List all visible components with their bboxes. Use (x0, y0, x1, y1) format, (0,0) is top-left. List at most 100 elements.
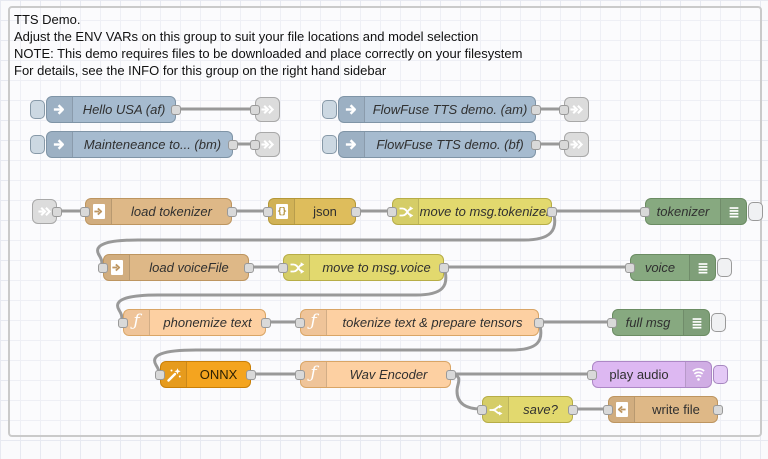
wire[interactable] (116, 265, 448, 324)
link-arrow-icon (256, 98, 279, 121)
debug-toggle-button[interactable] (711, 313, 726, 332)
input-port[interactable] (387, 206, 397, 217)
node-wav-encoder[interactable]: ƒ Wav Encoder (295, 361, 456, 388)
debug-toggle-button[interactable] (748, 202, 763, 221)
link-arrow-icon (33, 200, 56, 223)
list-lines-icon (720, 199, 746, 224)
file-in-arrow-icon (609, 397, 635, 422)
link-arrow-icon (565, 133, 588, 156)
node-json[interactable]: {} json (263, 198, 361, 225)
node-debug-voice[interactable]: voice (625, 254, 732, 281)
node-label: Wav Encoder (349, 367, 428, 382)
input-port[interactable] (640, 206, 650, 217)
output-port[interactable] (228, 139, 238, 150)
output-port[interactable] (261, 317, 271, 328)
input-port[interactable] (603, 404, 613, 415)
wire[interactable] (449, 372, 483, 411)
node-inject-flowfuse-am[interactable]: FlowFuse TTS demo. (am) (322, 96, 541, 123)
node-phonemize-text[interactable]: ƒ phonemize text (118, 309, 271, 336)
list-lines-icon (689, 255, 715, 280)
output-port[interactable] (439, 262, 449, 273)
debug-toggle-button[interactable] (717, 258, 732, 277)
input-port[interactable] (250, 139, 260, 150)
node-label: json (313, 204, 337, 219)
output-port[interactable] (227, 206, 237, 217)
input-port[interactable] (625, 262, 635, 273)
output-port[interactable] (246, 369, 256, 380)
input-port[interactable] (295, 369, 305, 380)
inject-button[interactable] (322, 100, 337, 119)
input-port[interactable] (559, 139, 569, 150)
node-inject-hello-usa[interactable]: Hello USA (af) (30, 96, 181, 123)
node-move-to-msg-tokenizer[interactable]: move to msg.tokenizer (387, 198, 557, 225)
node-link-out[interactable] (559, 97, 589, 122)
node-debug-tokenizer[interactable]: tokenizer (640, 198, 763, 225)
input-port[interactable] (278, 262, 288, 273)
arrow-right-icon (47, 97, 73, 122)
input-port[interactable] (118, 317, 128, 328)
inject-button[interactable] (30, 135, 45, 154)
list-lines-icon (683, 310, 709, 335)
output-port[interactable] (52, 206, 62, 217)
input-port[interactable] (155, 369, 165, 380)
file-out-arrow-icon (86, 199, 112, 224)
node-inject-flowfuse-bf[interactable]: FlowFuse TTS demo. (bf) (322, 131, 541, 158)
node-label: write file (652, 402, 700, 417)
input-port[interactable] (263, 206, 273, 217)
node-link-in[interactable] (32, 199, 62, 224)
node-label: tokenize text & prepare tensors (342, 315, 523, 330)
input-port[interactable] (250, 104, 260, 115)
node-load-tokenizer[interactable]: load tokenizer (80, 198, 237, 225)
function-f-icon: ƒ (301, 310, 327, 335)
input-port[interactable] (80, 206, 90, 217)
file-out-arrow-icon (104, 255, 130, 280)
output-port[interactable] (531, 139, 541, 150)
output-port[interactable] (171, 104, 181, 115)
output-port[interactable] (568, 404, 578, 415)
node-label: load voiceFile (149, 260, 229, 275)
output-port[interactable] (713, 404, 723, 415)
function-f-icon: ƒ (124, 310, 150, 335)
node-save-switch[interactable]: save? (477, 396, 578, 423)
input-port[interactable] (477, 404, 487, 415)
node-play-audio[interactable]: play audio (587, 361, 728, 388)
input-port[interactable] (587, 369, 597, 380)
output-port[interactable] (446, 369, 456, 380)
group-label-line: TTS Demo. (14, 12, 81, 27)
inject-button[interactable] (322, 135, 337, 154)
output-port[interactable] (244, 262, 254, 273)
node-link-out[interactable] (250, 132, 280, 157)
node-label: save? (523, 402, 558, 417)
arrow-right-icon (339, 97, 365, 122)
output-port[interactable] (547, 206, 557, 217)
output-port[interactable] (531, 104, 541, 115)
node-label: phonemize text (163, 315, 252, 330)
node-inject-maintenance[interactable]: Mainteneance to... (bm) (30, 131, 238, 158)
node-move-to-msg-voice[interactable]: move to msg.voice (278, 254, 449, 281)
input-port[interactable] (98, 262, 108, 273)
output-port[interactable] (351, 206, 361, 217)
input-port[interactable] (295, 317, 305, 328)
wire[interactable] (96, 209, 557, 269)
inject-button[interactable] (30, 100, 45, 119)
node-write-file[interactable]: write file (603, 396, 723, 423)
node-debug-full-msg[interactable]: full msg (607, 309, 726, 336)
input-port[interactable] (607, 317, 617, 328)
magic-wand-icon (161, 362, 187, 387)
node-link-out[interactable] (559, 132, 589, 157)
node-onnx[interactable]: ONNX (155, 361, 256, 388)
node-tokenize-text-prepare-tensors[interactable]: ƒ tokenize text & prepare tensors (295, 309, 544, 336)
braces-file-icon: {} (269, 199, 295, 224)
node-link-out[interactable] (250, 97, 280, 122)
group-label-line: Adjust the ENV VARs on this group to sui… (14, 29, 479, 44)
shuffle-icon (284, 255, 310, 280)
play-audio-toggle-button[interactable] (713, 365, 728, 384)
output-port[interactable] (534, 317, 544, 328)
node-label: tokenizer (656, 204, 710, 219)
link-arrow-icon (256, 133, 279, 156)
node-load-voicefile[interactable]: load voiceFile (98, 254, 254, 281)
node-label: FlowFuse TTS demo. (bf) (376, 137, 524, 152)
input-port[interactable] (559, 104, 569, 115)
